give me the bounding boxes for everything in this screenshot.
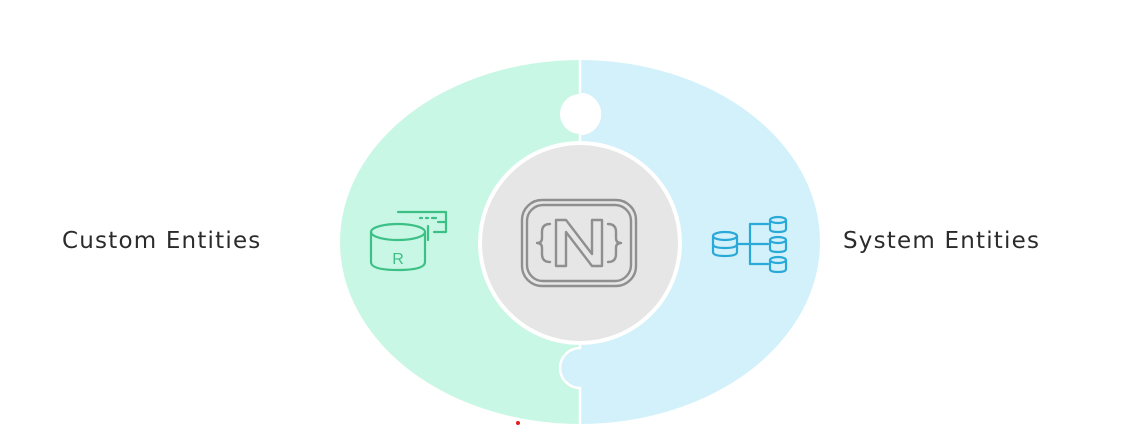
marker-dot [516,421,520,425]
custom-database-icon [369,210,448,272]
system-databases-icon [711,215,788,274]
custom-database-letter: R [392,251,404,268]
system-entities-label: System Entities [843,228,1041,254]
custom-entities-label: Custom Entities [62,228,262,254]
center-circle [478,141,682,345]
curly-n-logo-icon [520,198,638,288]
